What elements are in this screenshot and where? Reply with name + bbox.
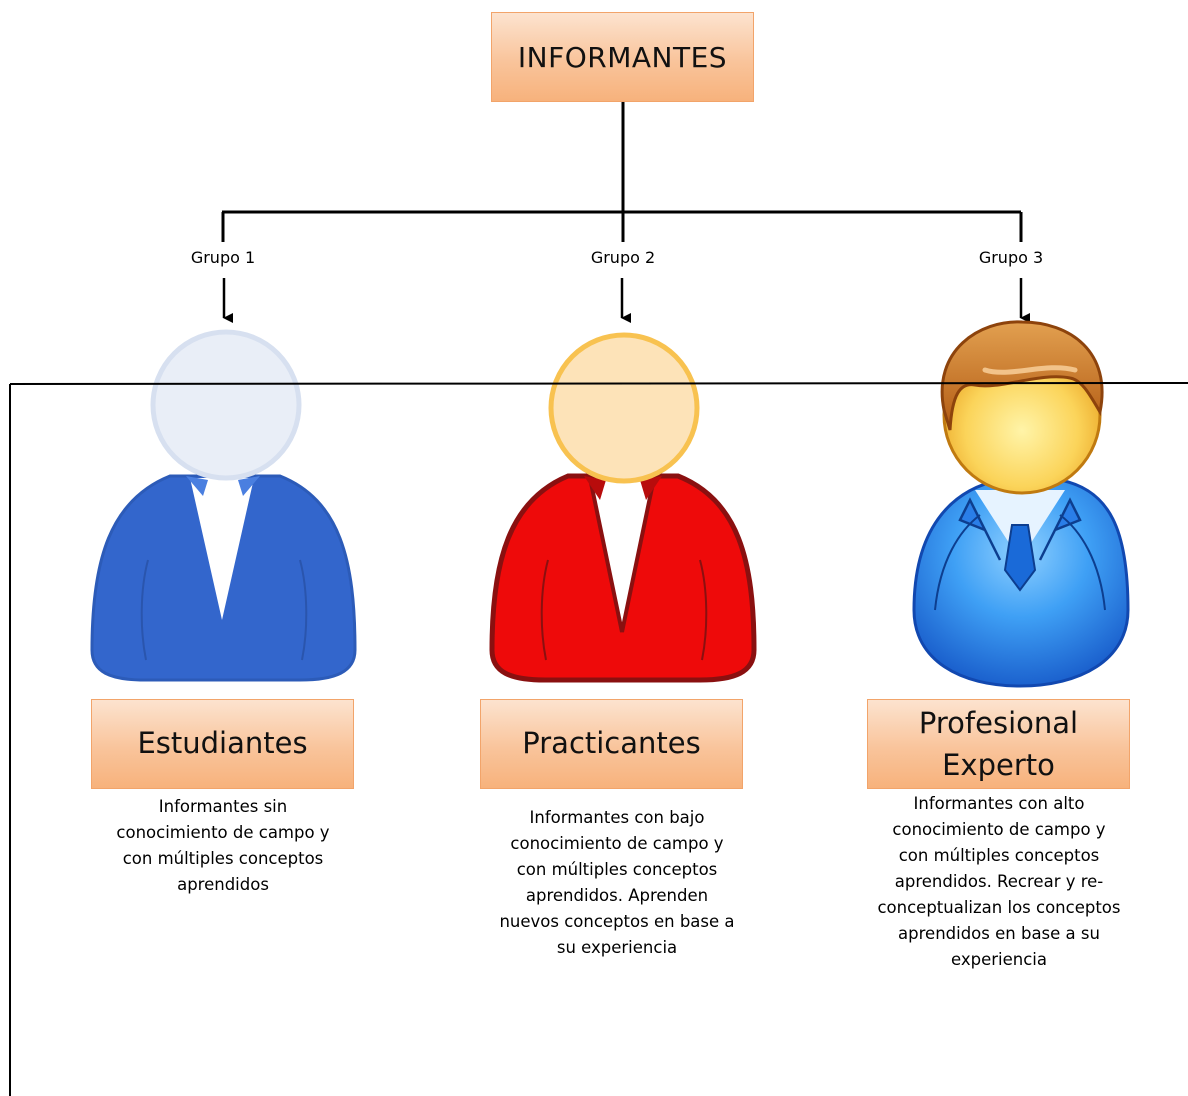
group-2-label: Grupo 2: [590, 248, 656, 267]
description-estudiantes: Informantes sin conocimiento de campo y …: [116, 797, 330, 894]
professional-user-icon: [912, 320, 1130, 688]
intern-user-icon: [489, 332, 757, 683]
role-box-practicantes: Practicantes: [480, 699, 743, 789]
role-label-practicantes: Practicantes: [522, 726, 701, 761]
role-label-profesional-experto: Profesional Experto: [918, 705, 1079, 782]
root-node-box: INFORMANTES: [491, 12, 754, 102]
role-label-estudiantes: Estudiantes: [137, 726, 308, 761]
group-3-label: Grupo 3: [978, 248, 1044, 267]
arrows: [222, 278, 1030, 323]
description-practicantes: Informantes con bajo conocimiento de cam…: [499, 808, 735, 957]
group-1-label: Grupo 1: [190, 248, 256, 267]
role-box-estudiantes: Estudiantes: [91, 699, 354, 789]
student-user-icon: [90, 329, 357, 682]
frame-lines: [9, 382, 1188, 1096]
connector-lines: [221, 102, 1023, 242]
root-node-label: INFORMANTES: [517, 40, 728, 74]
role-box-profesional-experto: Profesional Experto: [867, 699, 1130, 789]
description-profesional-experto: Informantes con alto conocimiento de cam…: [877, 794, 1121, 969]
frame-top-line: [9, 382, 1188, 385]
